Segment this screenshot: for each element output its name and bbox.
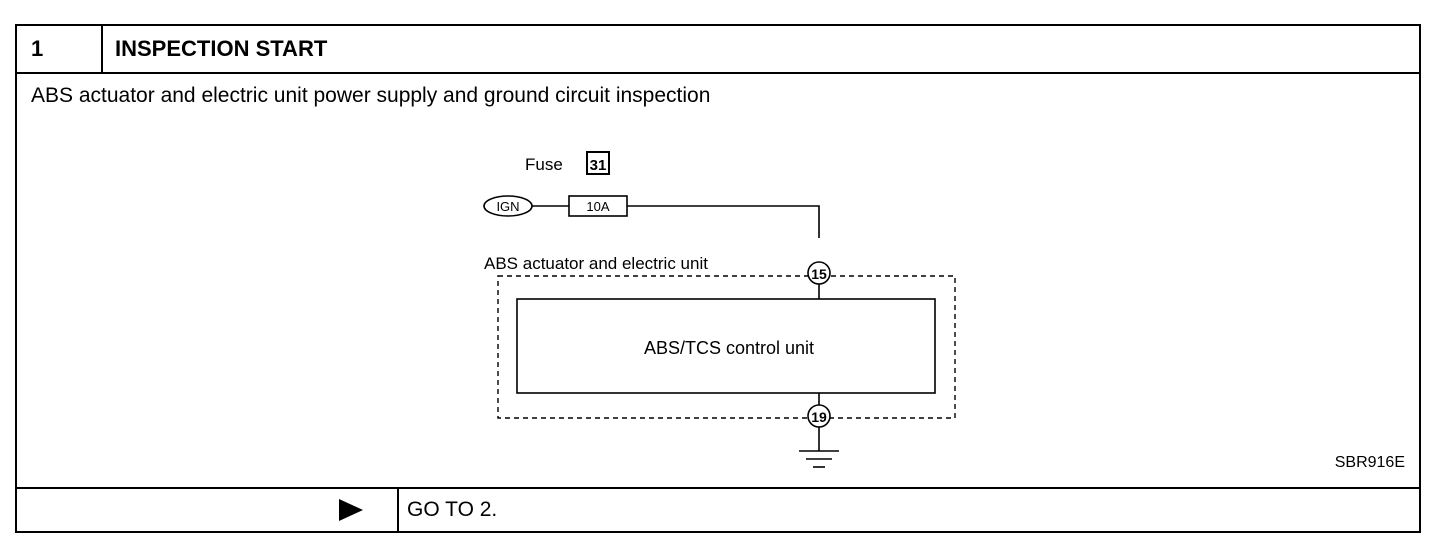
unit-outer-label: ABS actuator and electric unit [484,254,708,273]
abs-tcs-control-unit-box [516,298,936,394]
terminal-19: 19 [811,409,827,425]
next-step-action: GO TO 2. [407,498,498,521]
step-title: INSPECTION START [115,36,328,61]
footer-arrow-cell [17,489,399,531]
abs-actuator-box [497,275,956,419]
figure-reference: SBR916E [1334,454,1405,471]
unit-inner-label: ABS/TCS control unit [644,338,814,358]
step-number: 1 [17,26,103,72]
wire-fuse-terminal [627,205,820,238]
fuse-rating: 10A [586,199,609,214]
fuse-number: 31 [590,157,607,174]
fuse-number-box [586,151,610,175]
circuit-diagram: Fuse 31 IGN 10A ABS actuator and electri… [483,151,956,468]
ground-icon [799,450,839,468]
fuse-label: Fuse [525,155,563,174]
arrow-right-icon [339,499,363,521]
table-header: 1 INSPECTION START [17,26,1419,74]
inspection-table: 1 INSPECTION START ABS actuator and elec… [15,24,1421,533]
ign-label: IGN [496,199,519,214]
table-footer: GO TO 2. [17,487,1419,531]
table-body: ABS actuator and electric unit power sup… [17,74,1419,487]
inspection-description: ABS actuator and electric unit power sup… [31,84,711,107]
terminal-15: 15 [811,266,827,282]
